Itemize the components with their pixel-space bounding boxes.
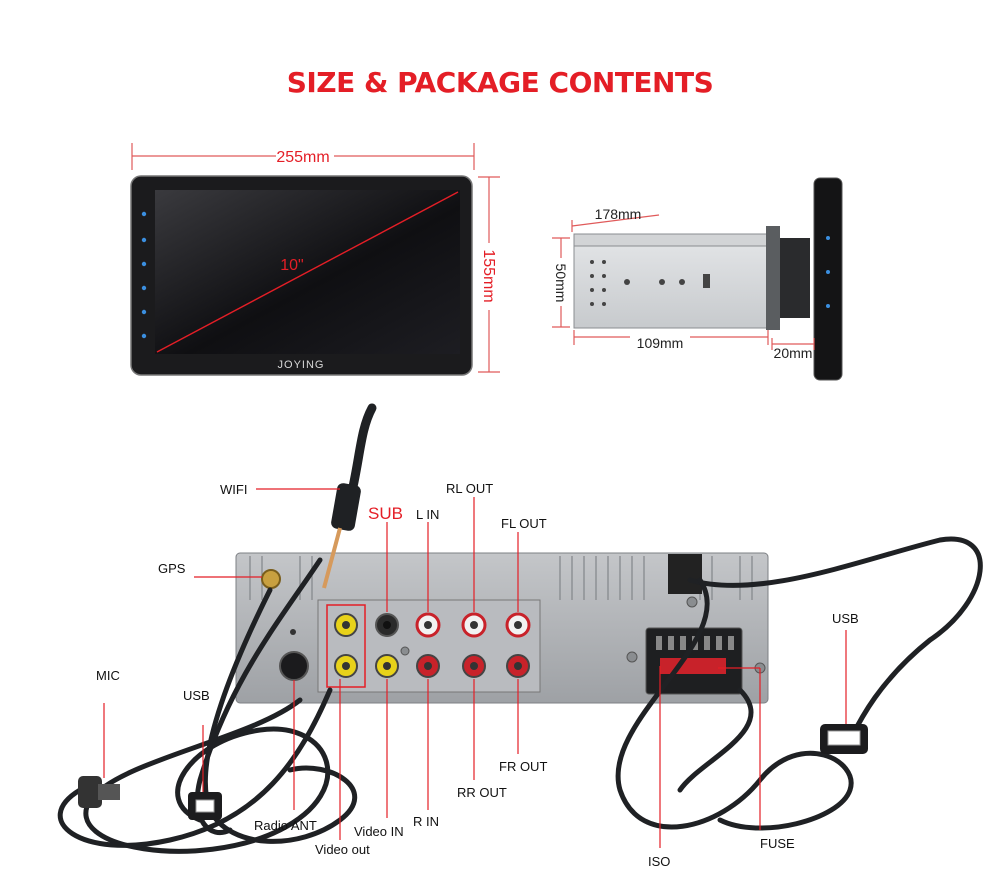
chassis-box [573,233,771,329]
l-in-jack-core [424,621,432,629]
l-in-label: L IN [416,507,439,522]
diagonal-line [156,191,459,353]
chassis-holes [590,260,710,306]
video-in-jack-core [383,662,391,670]
fl-out-jack-core [514,621,522,629]
radio-ant-socket [279,651,309,681]
usb-left-port [195,799,215,813]
video-highlight-box [326,604,366,688]
side-dot-3 [826,304,830,308]
rr-out-label: RR OUT [457,785,507,800]
sub-label: SUB [368,504,403,523]
usb-left-label: USB [183,688,210,703]
iso-label: ISO [648,854,670,869]
fuse-holder [660,658,726,674]
page-title: SIZE & PACKAGE CONTENTS [286,66,714,99]
cable-fuse [677,687,754,793]
connector-labels: WIFI GPS MIC USB USB SUB L IN RL OUT FL … [96,481,859,869]
length-dimension [571,214,660,232]
mic-label: MIC [96,668,120,683]
rr-out-jack-core [470,662,478,670]
rl-out-jack-core [470,621,478,629]
rl-out-label: RL OUT [446,481,493,496]
side-clip [780,238,810,318]
sub-jack-core [383,621,391,629]
usb-right-port [827,730,861,746]
rear-view [235,552,769,704]
cable-right-usb [687,536,983,743]
side-height-label: 50mm [553,264,569,303]
chassis-top-lip [573,233,771,247]
r-in-jack-core [424,662,432,670]
fl-out-label: FL OUT [501,516,547,531]
side-dot-2 [826,270,830,274]
length-label: 178mm [595,206,642,222]
cables [57,536,983,854]
depth-dimension [573,330,769,345]
fr-out-label: FR OUT [499,759,547,774]
radio-ant-label: Radio ANT [254,818,317,833]
height-label: 155mm [480,249,497,302]
cable-right-2 [615,577,854,831]
wifi-antenna [322,403,377,589]
front-depth-dimension [771,338,815,350]
front-panel-side [813,177,843,381]
height-dimension [478,176,500,373]
width-label: 255mm [276,149,329,166]
rca-row-top [334,612,531,638]
depth-label: 109mm [637,335,684,351]
width-dimension [131,143,475,170]
video-out-jack-core [342,621,350,629]
fr-out-jack-core [514,662,522,670]
screw-5 [400,646,410,656]
front-depth-label: 20mm [774,345,813,361]
mic-plug [78,776,102,808]
side-view: 178mm 50mm [552,177,843,381]
r-in-label: R IN [413,814,439,829]
side-buttons [141,211,147,339]
rca-row-bottom [334,654,530,678]
mic-plug-tip [98,784,120,800]
side-bracket [766,226,780,330]
screw-2 [626,651,638,663]
video-in-jack-yellow-core [342,662,350,670]
height-dimension-side [552,237,570,328]
side-dot-1 [826,236,830,240]
leader-lines [103,488,847,848]
gps-label: GPS [158,561,186,576]
diagonal-label: 10" [280,257,303,274]
brand-logo: JOYING [278,359,325,371]
cable-gps [203,587,358,844]
video-out-label: Video out [315,842,370,857]
screw-4 [686,596,698,608]
screw-hole-1 [290,629,296,635]
cable-left-2 [57,687,333,848]
front-view: 255mm 155mm 10" [130,143,500,376]
usb-right-label: USB [832,611,859,626]
usb-cable-connector [668,554,702,594]
video-in-label: Video IN [354,824,404,839]
gps-connector [261,569,281,589]
fuse-label: FUSE [760,836,795,851]
wifi-label: WIFI [220,482,247,497]
